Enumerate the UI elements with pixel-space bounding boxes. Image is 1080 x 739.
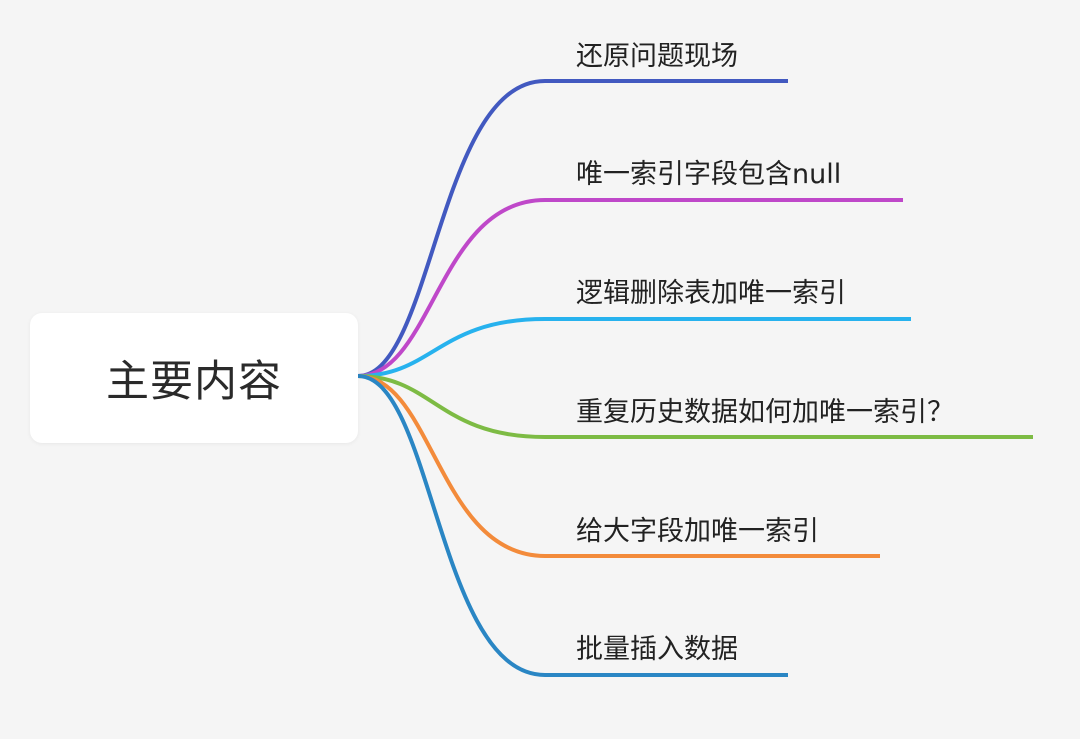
connector-batch-insert — [357, 374, 788, 677]
root-label: 主要内容 — [106, 357, 282, 407]
branch-label-large-field[interactable]: 给大字段加唯一索引 — [576, 516, 819, 547]
branch-label-logical-delete[interactable]: 逻辑删除表加唯一索引 — [576, 278, 846, 309]
branch-label-batch-insert[interactable]: 批量插入数据 — [576, 634, 738, 665]
connector-logical-delete — [357, 317, 911, 378]
connector-duplicate-history — [357, 374, 1033, 439]
connector-restore-scene — [357, 79, 788, 378]
root-node[interactable]: 主要内容 — [30, 313, 358, 443]
connector-large-field — [357, 374, 880, 558]
branch-label-restore-scene[interactable]: 还原问题现场 — [576, 41, 738, 72]
branch-label-duplicate-history[interactable]: 重复历史数据如何加唯一索引？ — [576, 397, 954, 428]
connector-unique-index-null — [357, 198, 903, 378]
branch-label-unique-index-null[interactable]: 唯一索引字段包含null — [576, 159, 842, 190]
